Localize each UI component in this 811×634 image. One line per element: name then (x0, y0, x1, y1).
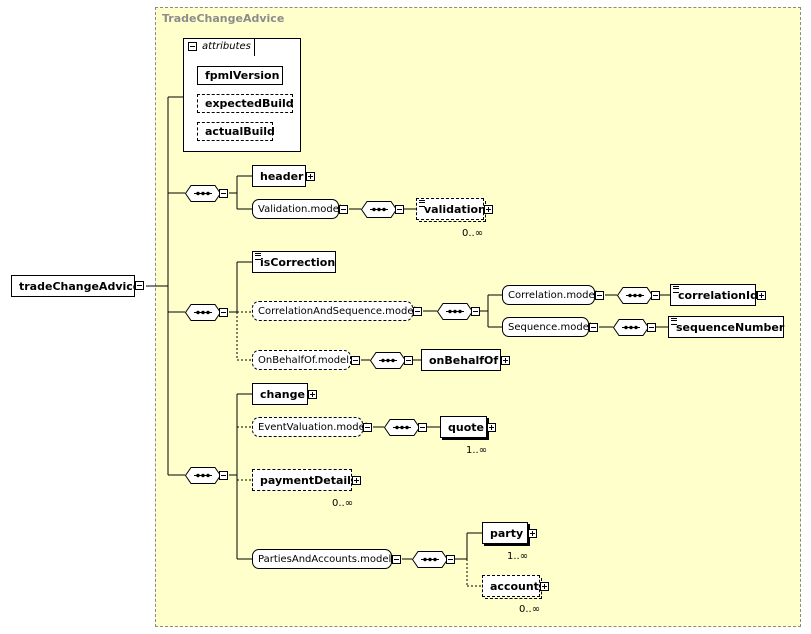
expand-icon[interactable] (487, 423, 496, 432)
element-header[interactable]: header (252, 165, 306, 187)
element-onbehalfof[interactable]: onBehalfOf (421, 349, 501, 371)
sequence-compositor-icon (384, 419, 420, 436)
cardinality-label: 0..∞ (332, 498, 354, 509)
expand-icon[interactable] (484, 205, 493, 214)
attributes-label: attributes (202, 41, 251, 52)
collapse-icon[interactable] (595, 291, 604, 300)
sequence-compositor-icon (437, 303, 473, 320)
sequence-compositor-icon (617, 287, 653, 304)
collapse-icon[interactable] (471, 307, 480, 316)
attribute-expectedbuild[interactable]: expectedBuild (197, 94, 294, 113)
collapse-icon[interactable] (219, 308, 228, 317)
sequence-compositor-icon (613, 319, 649, 336)
element-paymentdetails[interactable]: paymentDetails (252, 469, 358, 491)
element-account[interactable]: account (482, 575, 542, 599)
collapse-icon[interactable] (351, 356, 360, 365)
documentation-icon (671, 318, 677, 325)
expand-icon[interactable] (540, 582, 549, 591)
collapse-icon[interactable] (363, 423, 372, 432)
group-sequence-model[interactable]: Sequence.model (502, 317, 592, 337)
collapse-icon[interactable] (395, 205, 404, 214)
frame-title: TradeChangeAdvice (162, 12, 285, 25)
root-collapse-icon[interactable] (135, 281, 144, 290)
element-sequencenumber[interactable]: sequenceNumber (668, 316, 784, 338)
collapse-icon[interactable] (219, 189, 228, 198)
collapse-icon[interactable] (413, 307, 422, 316)
group-partiesandaccounts-model[interactable]: PartiesAndAccounts.model (252, 549, 392, 569)
element-iscorrection[interactable]: isCorrection (252, 251, 336, 273)
cardinality-label: 0..∞ (519, 604, 541, 615)
cardinality-label: 0..∞ (462, 228, 484, 239)
collapse-icon[interactable] (392, 555, 401, 564)
cardinality-label: 1..∞ (466, 445, 488, 456)
group-onbehalfof-model[interactable]: OnBehalfOf.model (252, 350, 351, 370)
collapse-icon[interactable] (589, 323, 598, 332)
sequence-compositor-icon (185, 467, 221, 484)
documentation-icon (255, 253, 261, 260)
collapse-icon[interactable] (418, 423, 427, 432)
attributes-collapse-icon[interactable] (188, 42, 197, 51)
element-correlationid[interactable]: correlationId (670, 284, 758, 306)
documentation-icon (673, 286, 679, 293)
element-party[interactable]: party (482, 522, 528, 544)
attribute-fpmlversion[interactable]: fpmlVersion (197, 66, 283, 85)
sequence-compositor-icon (185, 185, 221, 202)
collapse-icon[interactable] (446, 555, 455, 564)
element-validation[interactable]: validation (416, 198, 486, 222)
expand-icon[interactable] (308, 390, 317, 399)
cardinality-label: 1..∞ (507, 551, 529, 562)
collapse-icon[interactable] (647, 323, 656, 332)
element-change[interactable]: change (252, 383, 308, 405)
expand-icon[interactable] (306, 172, 315, 181)
group-eventvaluation-model[interactable]: EventValuation.model (252, 417, 368, 437)
element-quote[interactable]: quote (440, 416, 487, 438)
sequence-compositor-icon (185, 304, 221, 321)
attribute-actualbuild[interactable]: actualBuild (197, 122, 275, 141)
documentation-icon (419, 200, 425, 207)
collapse-icon[interactable] (219, 471, 228, 480)
collapse-icon[interactable] (404, 356, 413, 365)
group-correlation-model[interactable]: Correlation.model (502, 285, 597, 305)
expand-icon[interactable] (528, 529, 537, 538)
group-validation-model[interactable]: Validation.model (252, 199, 342, 219)
group-correlation-and-sequence-model[interactable]: CorrelationAndSequence.model (252, 301, 416, 321)
expand-icon[interactable] (757, 291, 766, 300)
collapse-icon[interactable] (651, 291, 660, 300)
attributes-tab (183, 38, 255, 56)
sequence-compositor-icon (361, 201, 397, 218)
expand-icon[interactable] (352, 476, 361, 485)
collapse-icon[interactable] (339, 205, 348, 214)
sequence-compositor-icon (370, 352, 406, 369)
sequence-compositor-icon (412, 551, 448, 568)
root-element[interactable]: tradeChangeAdvice (11, 275, 140, 297)
expand-icon[interactable] (501, 356, 510, 365)
